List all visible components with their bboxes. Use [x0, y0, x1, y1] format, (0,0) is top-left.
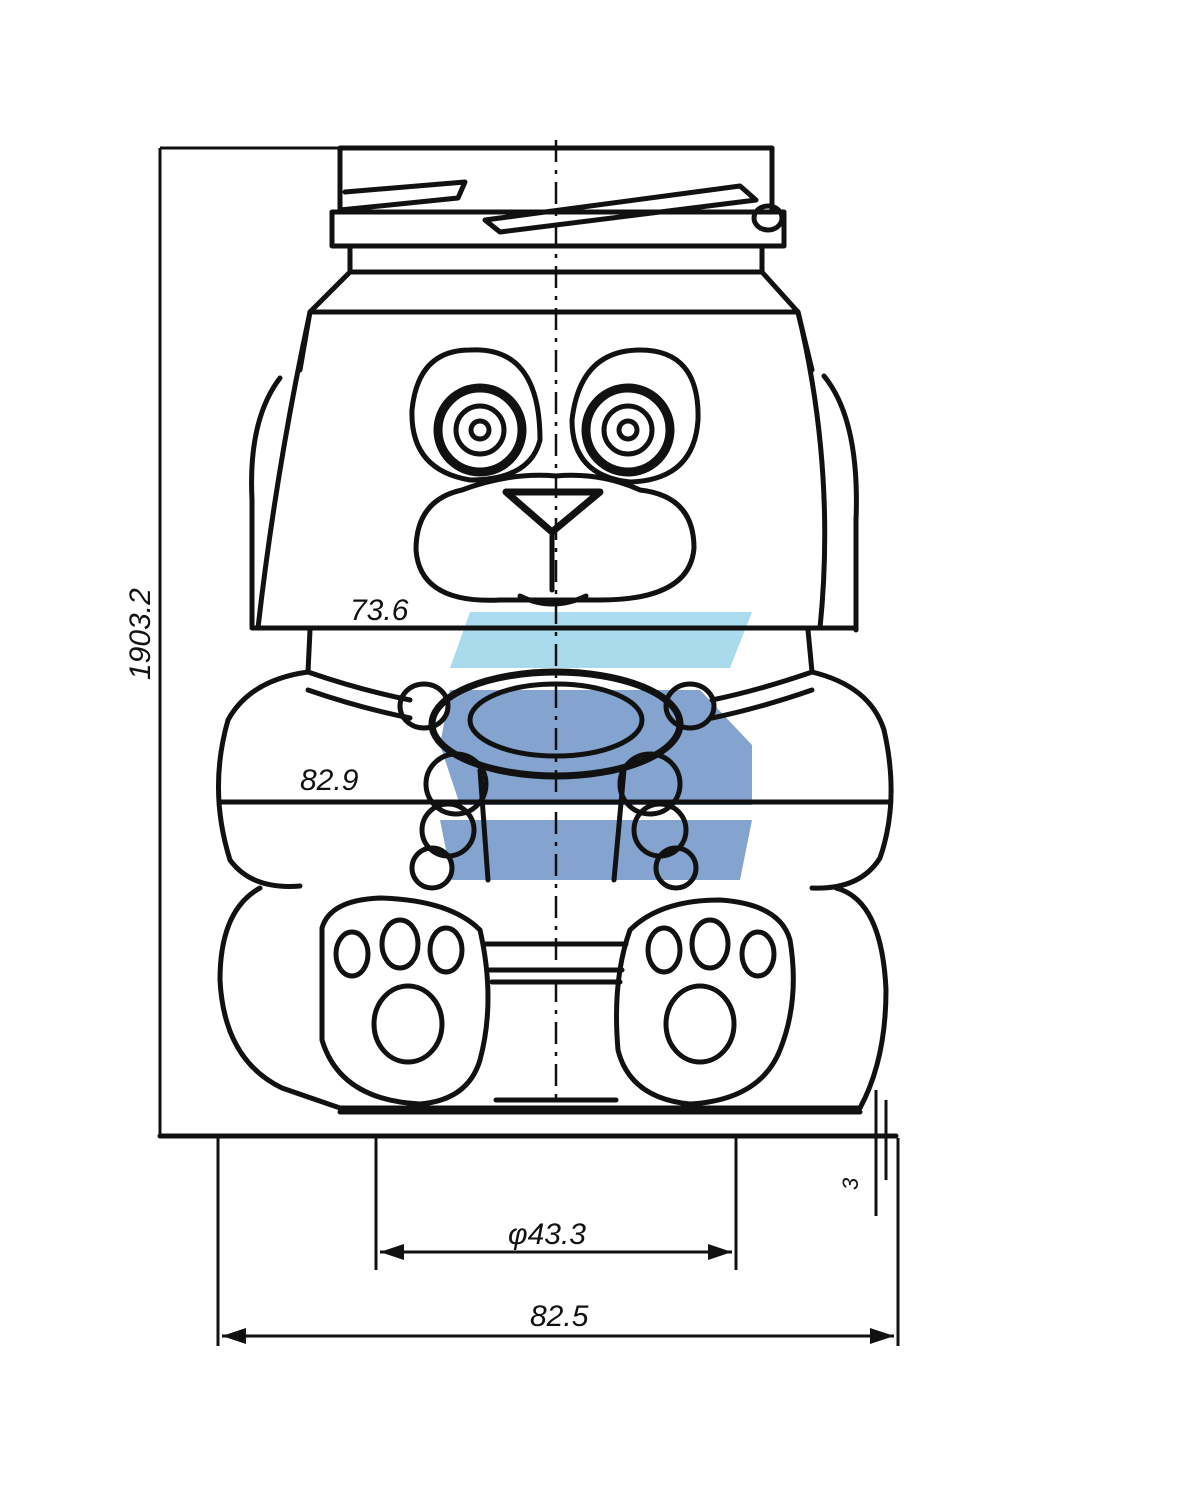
base-offset-label: 3 — [838, 1177, 863, 1190]
overall-width-label: 82.5 — [530, 1300, 589, 1333]
bear-head — [249, 309, 859, 633]
jar-base — [157, 1109, 899, 1139]
base-diameter-label: φ43.3 — [508, 1218, 586, 1251]
height-label: 1903.2 — [124, 588, 157, 680]
height-dimension — [158, 146, 340, 1136]
belly-width-label: 82.9 — [300, 764, 359, 797]
base-diameter-dimension — [374, 1138, 738, 1270]
shoulder-width-label: 73.6 — [350, 594, 409, 627]
base-offset-dimension — [874, 1090, 888, 1216]
overall-width-dimension — [216, 1138, 900, 1346]
jar-neck — [307, 145, 801, 315]
bear-body — [215, 627, 894, 1111]
